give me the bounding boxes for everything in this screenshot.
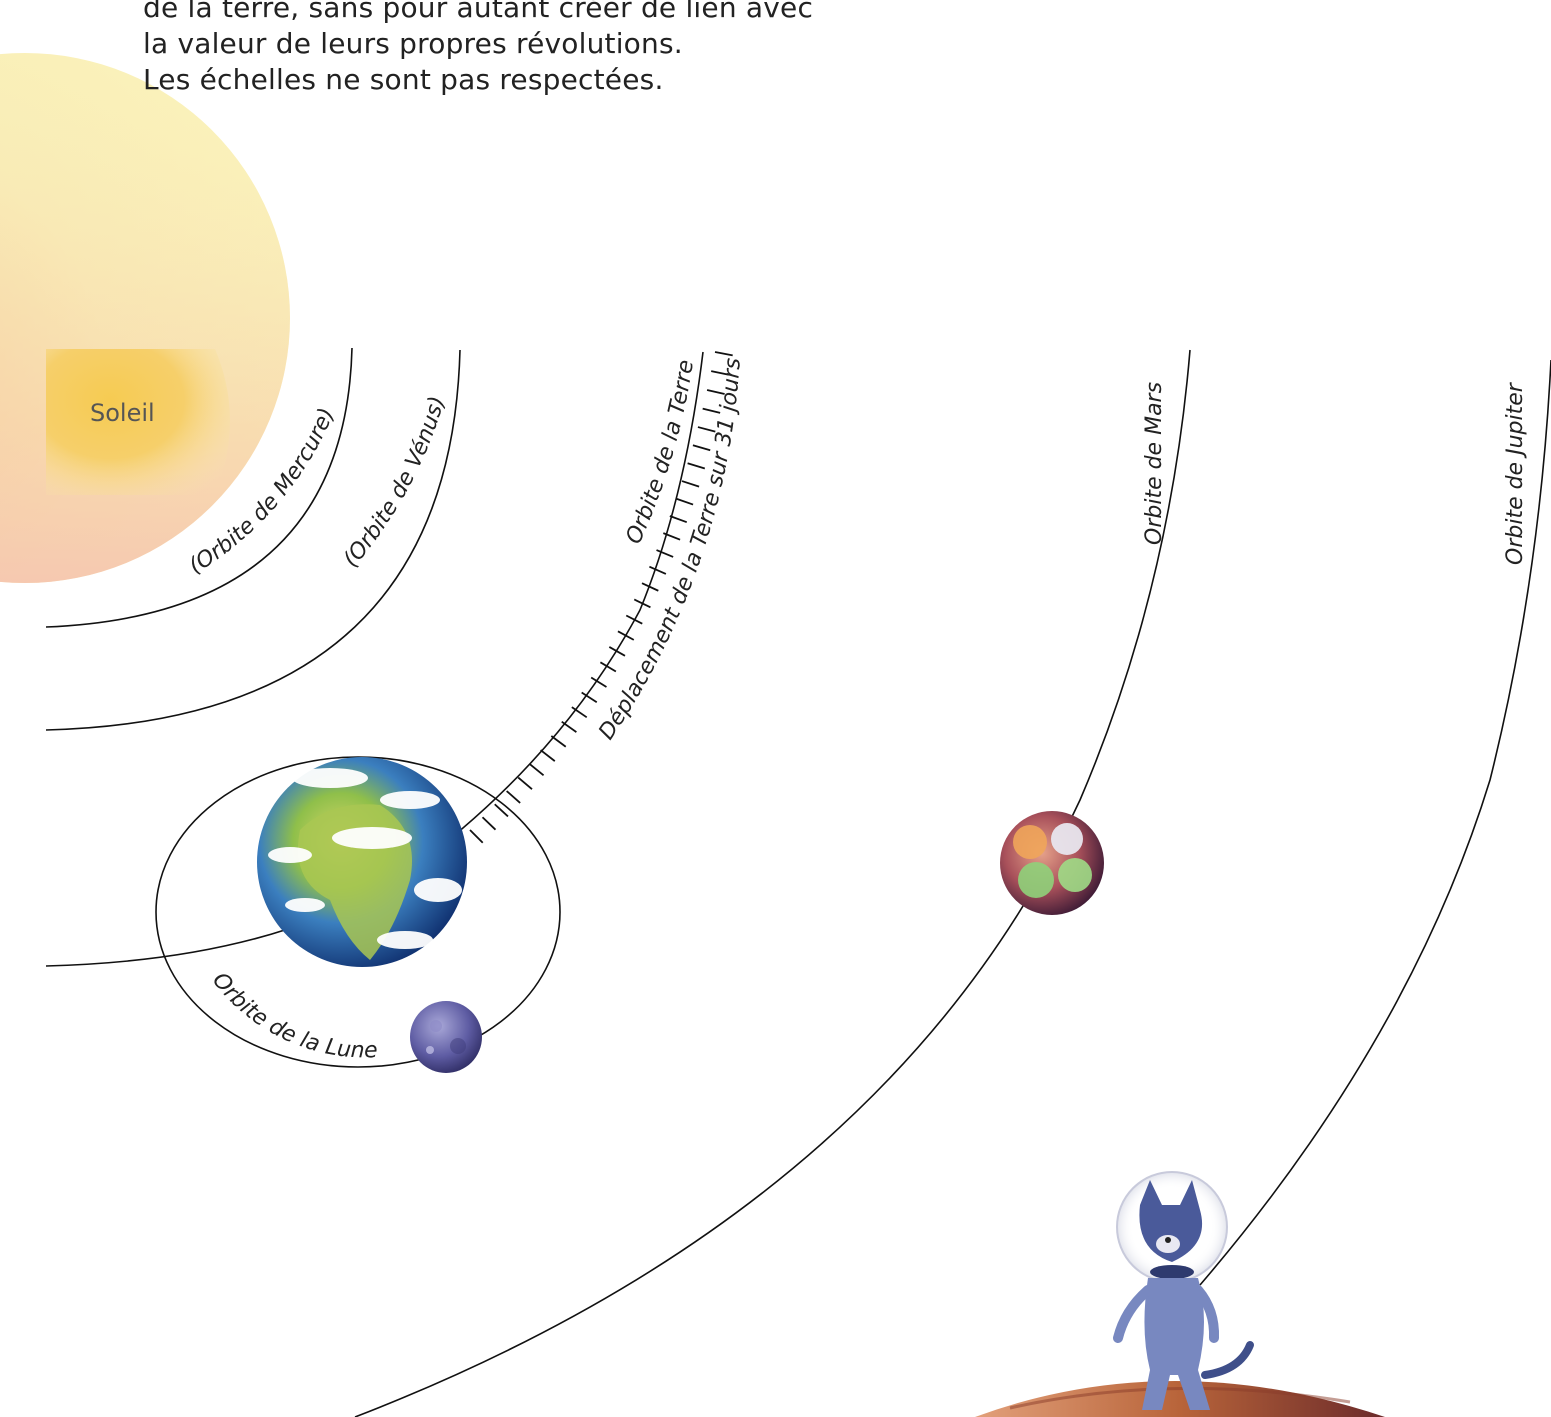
moon-orbit	[155, 756, 561, 1068]
day-tick	[633, 598, 651, 609]
jupiter-surface	[975, 1381, 1385, 1417]
season-spring-icon	[1018, 862, 1054, 898]
day-tick	[656, 549, 674, 558]
day-tick	[481, 816, 497, 831]
day-tick	[469, 829, 484, 844]
day-tick	[550, 735, 567, 748]
day-tick	[608, 646, 626, 657]
mars-orbit-label: Orbite de Mars	[1142, 382, 1167, 545]
venus-orbit	[45, 349, 461, 731]
day-tick	[649, 565, 667, 575]
jupiter-orbit-label: Orbite de Jupiter	[1503, 381, 1528, 565]
day-tick	[697, 426, 716, 433]
earth-orbit	[45, 351, 704, 967]
day-tick	[540, 749, 556, 762]
sun-label: Soleil	[90, 399, 155, 427]
intro-line-3: Les échelles ne sont pas respectées.	[143, 63, 664, 96]
wolf-body	[1142, 1278, 1210, 1410]
jupiter-orbit	[1199, 359, 1551, 1286]
earth	[257, 757, 467, 967]
intro-text: de la terre, sans pour autant créer de l…	[143, 0, 863, 98]
day-tick	[669, 515, 688, 524]
day-tick	[663, 532, 681, 541]
day-tick	[617, 630, 635, 641]
day-tick	[692, 444, 711, 452]
day-tick	[494, 803, 509, 818]
day-tick	[506, 790, 521, 804]
day-tick	[561, 720, 577, 733]
season-winter-icon	[1051, 823, 1083, 855]
day-tick	[714, 351, 733, 357]
wolf-left-arm	[1113, 1285, 1153, 1343]
day-tick	[675, 497, 694, 506]
season-autumn-icon	[1013, 825, 1047, 859]
venus-orbit-label: (Orbite de Vénus)	[339, 393, 451, 572]
wolf-collar	[1150, 1265, 1194, 1279]
day-tick	[687, 462, 706, 470]
sun: Soleil	[0, 53, 290, 583]
earth-travel-ticks	[469, 351, 733, 844]
day-tick	[710, 370, 729, 376]
wolf-astronaut-illustration	[1113, 1171, 1254, 1410]
sun-glow	[0, 53, 290, 583]
jupiter-body	[975, 1381, 1385, 1417]
wolf-head	[1139, 1180, 1203, 1262]
mars	[1000, 811, 1104, 915]
day-tick	[625, 614, 643, 625]
wolf-tail	[1201, 1341, 1254, 1379]
season-summer-icon	[1058, 858, 1092, 892]
moon-orbit-label: Orbite de la Lune	[207, 968, 378, 1063]
day-tick	[681, 480, 700, 488]
sun-label-panel	[46, 349, 230, 495]
day-tick	[571, 706, 588, 719]
earth-clouds	[268, 768, 462, 949]
day-tick	[702, 407, 721, 414]
day-tick	[599, 661, 617, 673]
moon-body	[410, 1001, 482, 1073]
day-tick	[641, 582, 659, 592]
wolf-right-arm	[1193, 1285, 1220, 1343]
day-tick	[590, 676, 607, 688]
intro-line-2: la valeur de leurs propres révolutions.	[143, 27, 683, 60]
day-tick	[581, 691, 598, 704]
day-tick	[517, 776, 533, 790]
day-tick	[529, 763, 545, 776]
mercury-orbit	[45, 347, 353, 628]
intro-line-1: de la terre, sans pour autant créer de l…	[143, 0, 814, 24]
moon	[410, 1001, 482, 1073]
day-tick	[706, 389, 725, 395]
mars-body	[1000, 811, 1104, 915]
